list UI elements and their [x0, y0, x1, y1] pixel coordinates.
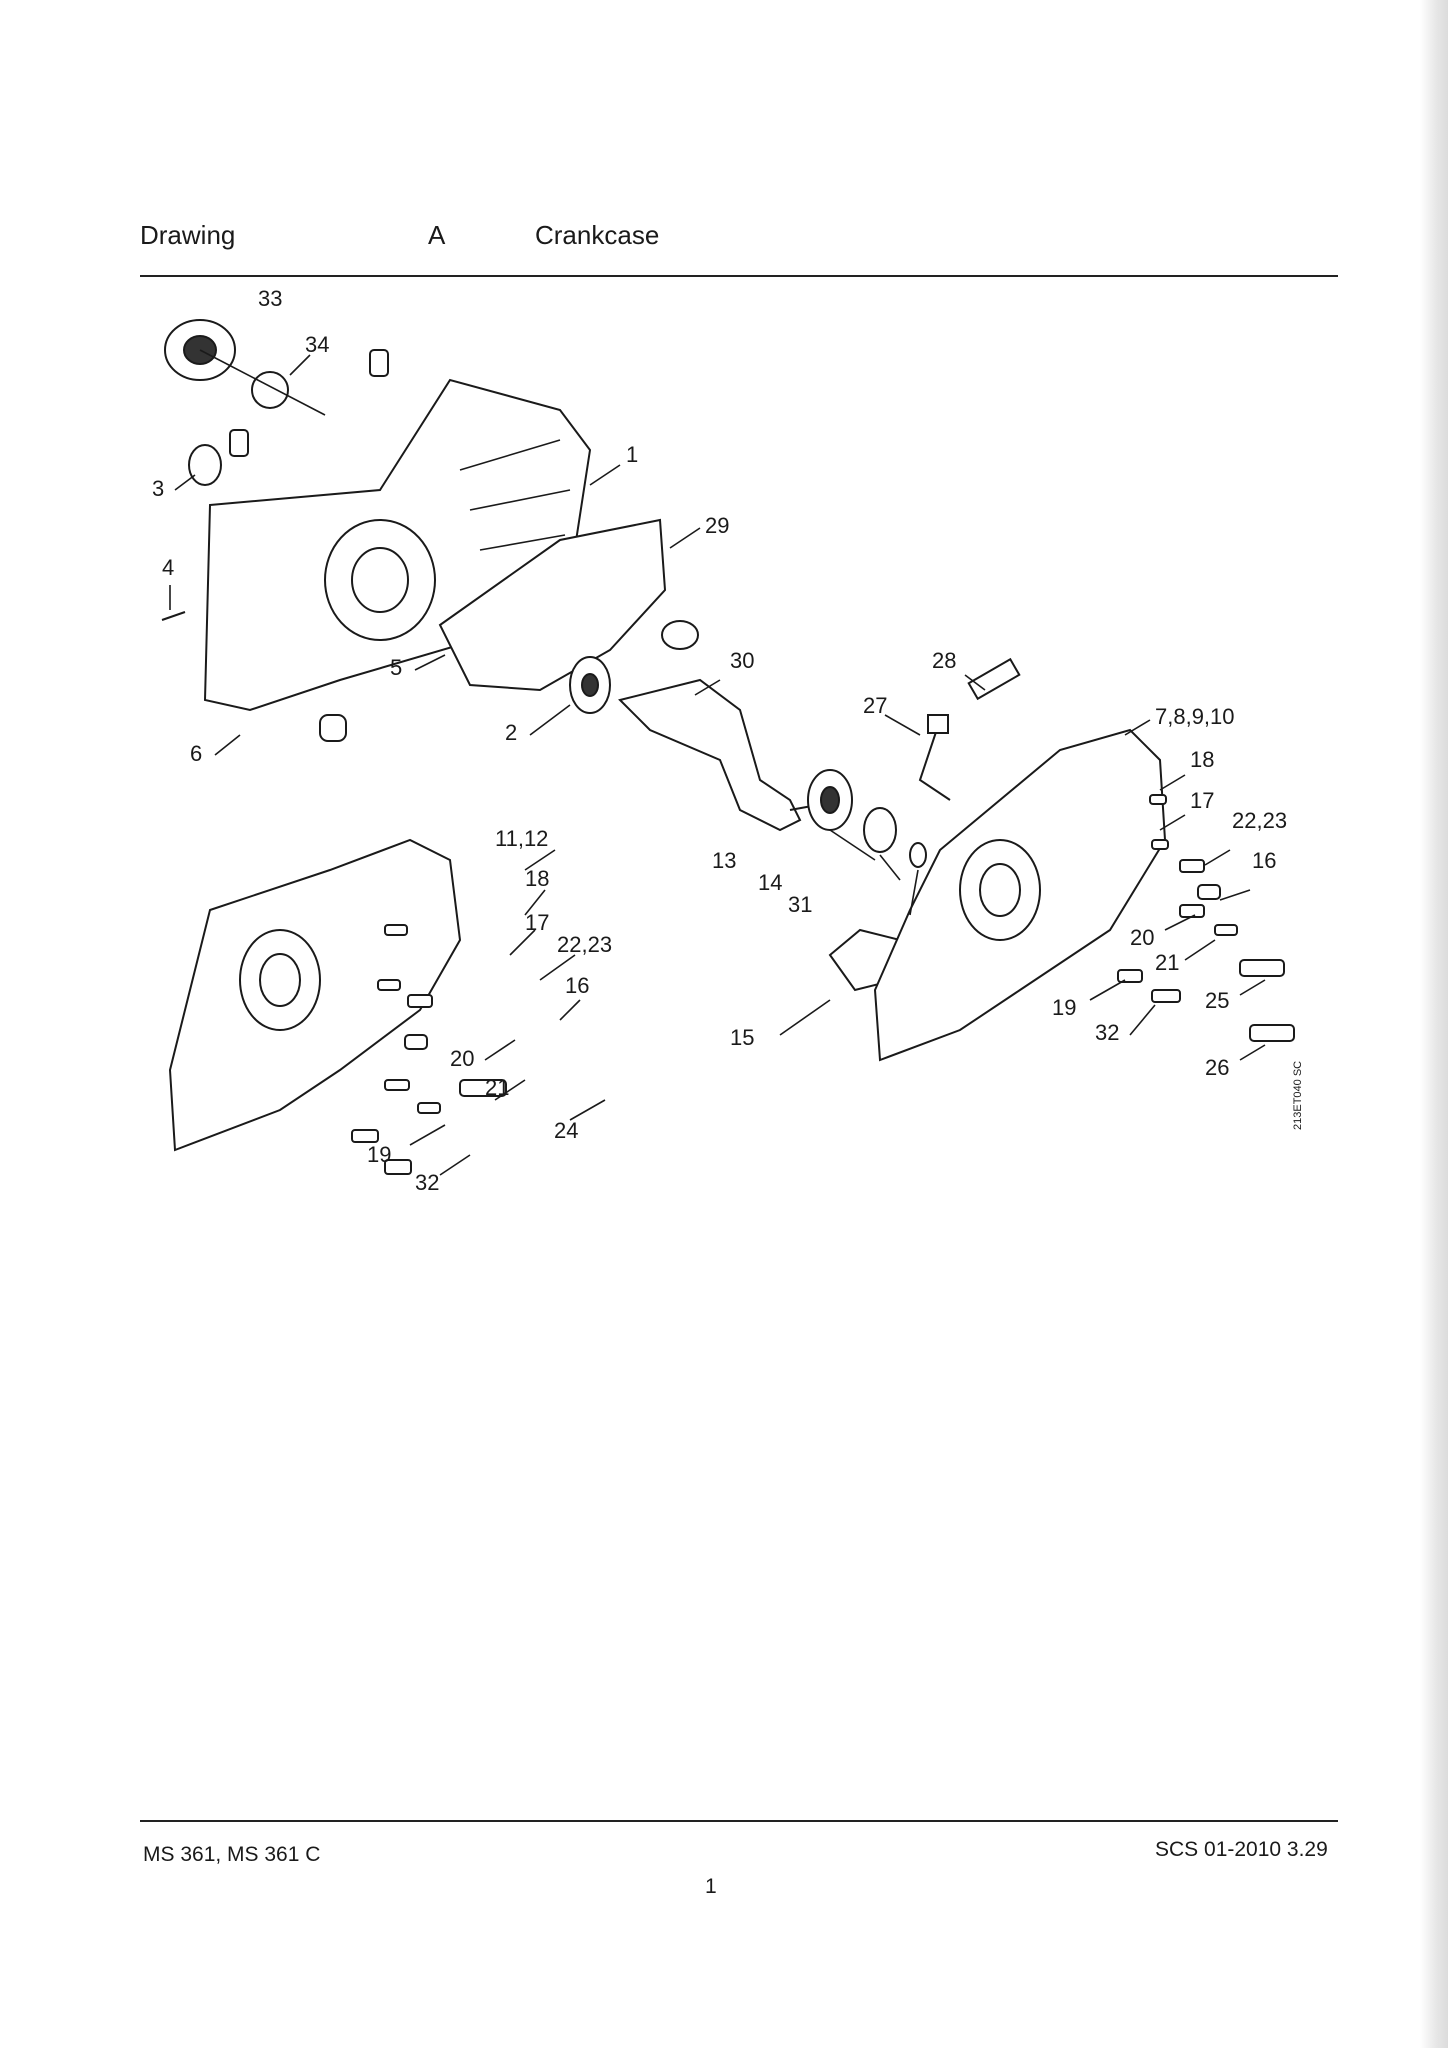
callout-16-right: 16 — [1252, 848, 1276, 873]
callout-20-left: 20 — [450, 1046, 474, 1071]
callout-27: 27 — [863, 693, 887, 718]
callout-21-left: 21 — [485, 1075, 509, 1100]
callout-18-left: 18 — [525, 866, 549, 891]
part-7-10-crankcase-half — [873, 728, 1167, 1062]
callout-13: 13 — [712, 848, 736, 873]
callout-26: 26 — [1205, 1055, 1229, 1080]
callout-3: 3 — [152, 476, 164, 501]
callout-1: 1 — [626, 442, 638, 467]
left-fasteners — [351, 924, 507, 1175]
part-33-drawing — [164, 319, 326, 416]
callout-16-left: 16 — [565, 973, 589, 998]
callout-31: 31 — [788, 892, 812, 917]
callout-29: 29 — [705, 513, 729, 538]
right-fasteners — [1117, 794, 1295, 1042]
callout-15: 15 — [730, 1025, 754, 1050]
callout-7-8-9-10: 7,8,9,10 — [1155, 704, 1235, 729]
callout-17-left: 17 — [525, 910, 549, 935]
page-number: 1 — [705, 1875, 717, 1898]
header-rule — [140, 275, 1338, 277]
page-edge-shadow — [1420, 0, 1448, 2048]
callout-19-right: 19 — [1052, 995, 1076, 1020]
callout-28: 28 — [932, 648, 956, 673]
header-letter: A — [428, 220, 446, 250]
callout-17-right: 17 — [1190, 788, 1214, 813]
parts-27-28-oil-line — [918, 657, 1021, 801]
callout-34: 34 — [305, 332, 329, 357]
drawing-code: 213ET040 SC — [1292, 1060, 1304, 1130]
callout-19-left: 19 — [367, 1142, 391, 1167]
footer-model: MS 361, MS 361 C — [143, 1843, 321, 1866]
callout-25: 25 — [1205, 988, 1229, 1013]
callout-32-right: 32 — [1095, 1020, 1119, 1045]
footer-rule — [140, 1820, 1338, 1822]
callout-11-12: 11,12 — [495, 826, 548, 851]
callout-33: 33 — [258, 290, 282, 311]
part-11-12-crankcase-half — [168, 838, 462, 1152]
exploded-parts-diagram: 33 34 1 29 3 4 5 6 2 30 28 27 7,8,9,10 1… — [152, 290, 1295, 1195]
callout-22-23-right: 22,23 — [1232, 808, 1287, 833]
footer-code: SCS 01-2010 3.29 — [1155, 1838, 1328, 1861]
callout-32-left: 32 — [415, 1170, 439, 1195]
part-29-gasket — [438, 518, 667, 692]
callout-20-right: 20 — [1130, 925, 1154, 950]
part-2-bearing — [569, 656, 611, 714]
callout-6: 6 — [190, 741, 202, 766]
callout-30: 30 — [730, 648, 754, 673]
part-30-crankshaft — [618, 620, 846, 832]
callout-24: 24 — [554, 1118, 578, 1143]
header-label: Drawing — [140, 220, 236, 250]
callout-4: 4 — [162, 555, 174, 580]
callout-2: 2 — [505, 720, 517, 745]
callout-18-right: 18 — [1190, 747, 1214, 772]
callout-5: 5 — [390, 655, 402, 680]
callout-21-right: 21 — [1155, 950, 1179, 975]
header-title: Crankcase — [535, 220, 660, 250]
callout-14: 14 — [758, 870, 782, 895]
leader-lines — [169, 354, 1266, 1176]
callout-22-23-left: 22,23 — [557, 932, 612, 957]
parts-13-14-31 — [807, 769, 927, 868]
